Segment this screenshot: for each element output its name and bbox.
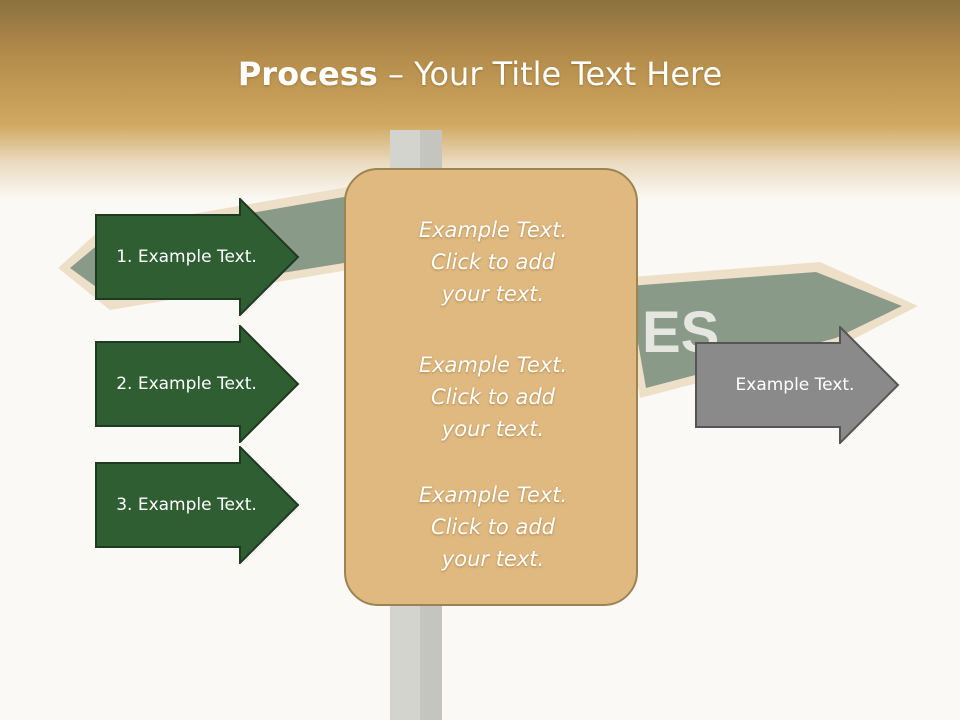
step-arrow-1[interactable]: 1. Example Text.: [95, 198, 300, 316]
step-label: 1. Example Text.: [116, 247, 257, 267]
result-arrow[interactable]: Example Text.: [695, 326, 900, 444]
right-arrow-shape: [95, 198, 300, 316]
text-block-1[interactable]: Example Text. Click to add your text.: [418, 218, 568, 306]
page-title: Process – Your Title Text Here: [237, 55, 723, 93]
step-arrow-2[interactable]: 2. Example Text.: [95, 325, 300, 443]
result-label: Example Text.: [735, 375, 855, 395]
center-text-box[interactable]: Example Text. Click to add your text. Ex…: [344, 168, 638, 606]
step-label: 3. Example Text.: [116, 495, 257, 515]
step-arrow-3[interactable]: 3. Example Text.: [95, 446, 300, 564]
right-arrow-shape: [95, 325, 300, 443]
right-arrow-shape: [95, 446, 300, 564]
text-block-2[interactable]: Example Text. Click to add your text.: [418, 353, 568, 441]
right-arrow-shape: [695, 326, 900, 444]
header-band: [0, 0, 960, 200]
text-block-3[interactable]: Example Text. Click to add your text.: [418, 483, 568, 571]
step-label: 2. Example Text.: [116, 374, 257, 394]
